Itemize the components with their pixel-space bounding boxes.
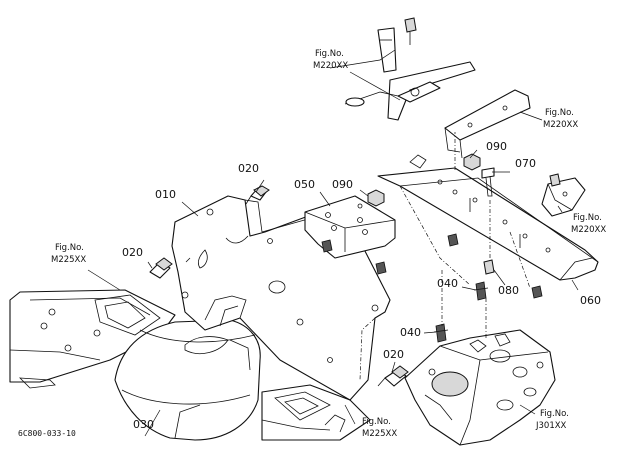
lower-frame-reference-part [261, 384, 371, 441]
bolt-part-020-bottom [377, 365, 409, 387]
svg-text:M220XX: M220XX [313, 61, 348, 71]
drawing-code: 6C800-033-10 [18, 429, 76, 438]
svg-text:M220XX: M220XX [571, 225, 606, 235]
bracket-part-050 [304, 195, 396, 275]
nut-part-090-left [367, 189, 385, 207]
part-label-020-left: 020 [122, 246, 143, 259]
svg-text:Fig.No.: Fig.No. [540, 409, 569, 419]
svg-text:J301XX: J301XX [535, 421, 567, 431]
seat-cover-part-030 [114, 319, 261, 441]
part-label-070: 070 [515, 157, 536, 170]
support-bar-part-060 [377, 154, 599, 299]
part-label-030: 030 [133, 418, 154, 431]
svg-text:M225XX: M225XX [51, 255, 86, 265]
bolt-part-070 [481, 167, 495, 197]
svg-text:Fig.No.: Fig.No. [362, 417, 391, 427]
leader-lines [87, 49, 579, 437]
fig-ref-m225xx-bottom: Fig.No. M225XX [362, 417, 397, 439]
fitting-part-040-upper [473, 281, 489, 301]
part-label-010: 010 [155, 188, 176, 201]
fig-ref-j301xx: Fig.No. J301XX [535, 409, 569, 431]
svg-text:Fig.No.: Fig.No. [315, 49, 344, 59]
svg-text:M225XX: M225XX [362, 429, 397, 439]
svg-text:Fig.No.: Fig.No. [55, 243, 84, 253]
part-label-090-left: 090 [332, 178, 353, 191]
part-label-020-top: 020 [238, 162, 259, 175]
fig-ref-m220xx-right: Fig.No. M220XX [543, 108, 578, 130]
part-label-040-lower: 040 [400, 326, 421, 339]
part-label-040-upper: 040 [437, 277, 458, 290]
left-frame-reference-part [9, 289, 176, 389]
part-label-020-bottom: 020 [383, 348, 404, 361]
nut-part-090-right [463, 153, 481, 171]
small-bracket-reference-part [541, 173, 586, 217]
fig-ref-m225xx-left: Fig.No. M225XX [51, 243, 86, 265]
fitting-part-040-lower [433, 323, 449, 343]
shift-lever-assembly [344, 17, 531, 159]
fig-ref-m220xx-top: Fig.No. M220XX [313, 49, 348, 71]
svg-text:Fig.No.: Fig.No. [573, 213, 602, 223]
svg-text:M220XX: M220XX [543, 120, 578, 130]
part-label-090-right: 090 [486, 140, 507, 153]
spacer-part-080 [483, 259, 495, 275]
bolt-part-020-left [149, 257, 173, 279]
fig-ref-m220xx-lower: Fig.No. M220XX [571, 213, 606, 235]
part-label-050: 050 [294, 178, 315, 191]
part-label-060: 060 [580, 294, 601, 307]
transmission-housing-part [404, 329, 556, 446]
bolt-part-020-top [245, 185, 270, 205]
part-label-080: 080 [498, 284, 519, 297]
svg-text:Fig.No.: Fig.No. [545, 108, 574, 118]
